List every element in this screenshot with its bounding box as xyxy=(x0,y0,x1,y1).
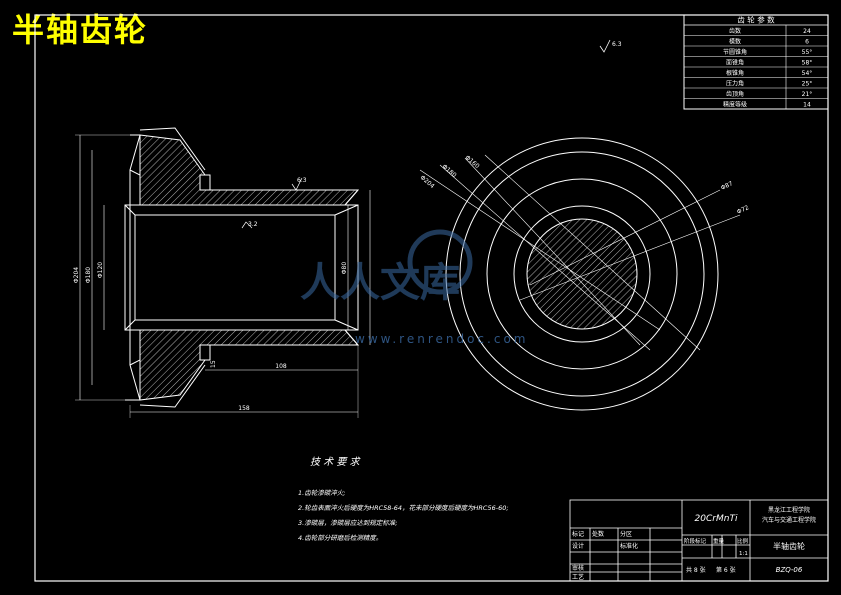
label-stage: 阶段标记 xyxy=(684,537,707,545)
circle-dim-2: Φ180 xyxy=(441,163,458,179)
param-value: 24 xyxy=(803,28,811,35)
circle-dim-3: Φ160 xyxy=(464,154,481,170)
circle-dim-5: Φ72 xyxy=(736,204,750,216)
drawing-frame xyxy=(34,14,829,582)
param-value: 21° xyxy=(802,91,813,98)
param-value: 58° xyxy=(802,59,813,66)
title-block-text: 20CrMnTi 黑龙江工程学院 汽车与交通工程学院 半轴齿轮 BZQ-06 标… xyxy=(572,506,816,581)
param-label: 模数 xyxy=(729,37,741,45)
watermark-logo: 人人文库 xyxy=(300,229,473,306)
scale-value: 1:1 xyxy=(739,551,748,557)
param-table: 齿 轮 参 数 齿数 24 模数 6 节圆锥角 55° 面锥角 58° 根锥角 54° 压力角 25°… xyxy=(683,14,829,110)
param-value: 14 xyxy=(803,101,811,108)
sheet-number: 第 6 张 xyxy=(716,566,736,574)
watermark-text: 人人文库 xyxy=(300,260,460,306)
dim-outer-dia: Φ204 xyxy=(73,267,80,283)
tech-req-item-1: 1.齿轮渗碳淬火; xyxy=(298,489,345,497)
label-standard: 标准化 xyxy=(620,542,638,550)
material-label: 20CrMnTi xyxy=(695,514,738,524)
circle-view xyxy=(419,137,741,411)
section-dim-labels: Φ204 Φ180 Φ120 Φ80 158 108 15 6.3 3.2 xyxy=(73,177,348,412)
dim-groove: 15 xyxy=(210,360,217,368)
svg-text:6.3: 6.3 xyxy=(612,41,622,48)
sheet-count: 共 8 张 xyxy=(686,566,706,574)
param-label: 面锥角 xyxy=(726,58,744,66)
param-label: 根锥角 xyxy=(726,69,744,77)
label-review: 审核 xyxy=(572,564,584,572)
param-label: 精度等级 xyxy=(723,100,747,108)
param-value: 55° xyxy=(802,49,813,56)
param-value: 25° xyxy=(802,80,813,87)
param-table-header: 齿 轮 参 数 xyxy=(737,15,775,25)
param-label: 齿数 xyxy=(729,27,741,35)
param-value: 54° xyxy=(802,70,813,77)
roughness-1-label: 6.3 xyxy=(297,177,307,184)
tech-req-item-4: 4.齿轮部分研磨后检测精度。 xyxy=(298,534,382,542)
school-line-2: 汽车与交通工程学院 xyxy=(762,516,816,524)
roughness-top-right: 6.3 xyxy=(599,39,622,53)
param-value: 6 xyxy=(805,38,809,45)
tech-req-heading: 技 术 要 求 xyxy=(310,456,362,468)
watermark-url: www.renrendoc.com xyxy=(355,332,529,346)
dim-dia-3: Φ120 xyxy=(97,262,104,278)
label-zone: 分区 xyxy=(620,530,632,538)
label-process: 工艺 xyxy=(572,573,584,581)
label-weight: 重量 xyxy=(713,537,725,545)
drawing-big-title: 半轴齿轮 xyxy=(12,11,149,49)
param-label: 齿顶角 xyxy=(726,90,744,98)
dim-dia-2: Φ180 xyxy=(85,267,92,283)
title-block xyxy=(569,499,829,582)
circle-dim-1: Φ204 xyxy=(419,174,436,190)
roughness-symbols xyxy=(241,177,303,229)
dim-bore-dia: Φ80 xyxy=(341,262,348,275)
tech-req-item-3: 3.渗碳层，渗碳层应达到规定标准; xyxy=(298,519,397,527)
tech-requirements: 技 术 要 求 1.齿轮渗碳淬火; 2.轮齿表面淬火后硬度为HRC58-64，花… xyxy=(298,456,509,542)
roughness-2-label: 3.2 xyxy=(248,221,258,228)
school-line-1: 黑龙江工程学院 xyxy=(768,506,810,514)
section-view xyxy=(75,127,371,418)
param-label: 压力角 xyxy=(726,79,744,87)
tech-req-item-2: 2.轮齿表面淬火后硬度为HRC58-64，花未部分硬度后硬度为HRC56-60; xyxy=(298,504,509,512)
label-design: 设计 xyxy=(572,542,584,550)
label-mark: 标记 xyxy=(572,530,584,538)
dim-bore-length: 108 xyxy=(275,363,287,370)
label-count: 处数 xyxy=(592,530,604,538)
dim-overall-length: 158 xyxy=(238,405,250,412)
label-scale: 比例 xyxy=(737,537,749,545)
param-label: 节圆锥角 xyxy=(723,48,747,56)
drawing-number: BZQ-06 xyxy=(776,566,803,574)
part-name: 半轴齿轮 xyxy=(773,541,805,551)
circle-dim-4: Φ87 xyxy=(720,180,734,192)
